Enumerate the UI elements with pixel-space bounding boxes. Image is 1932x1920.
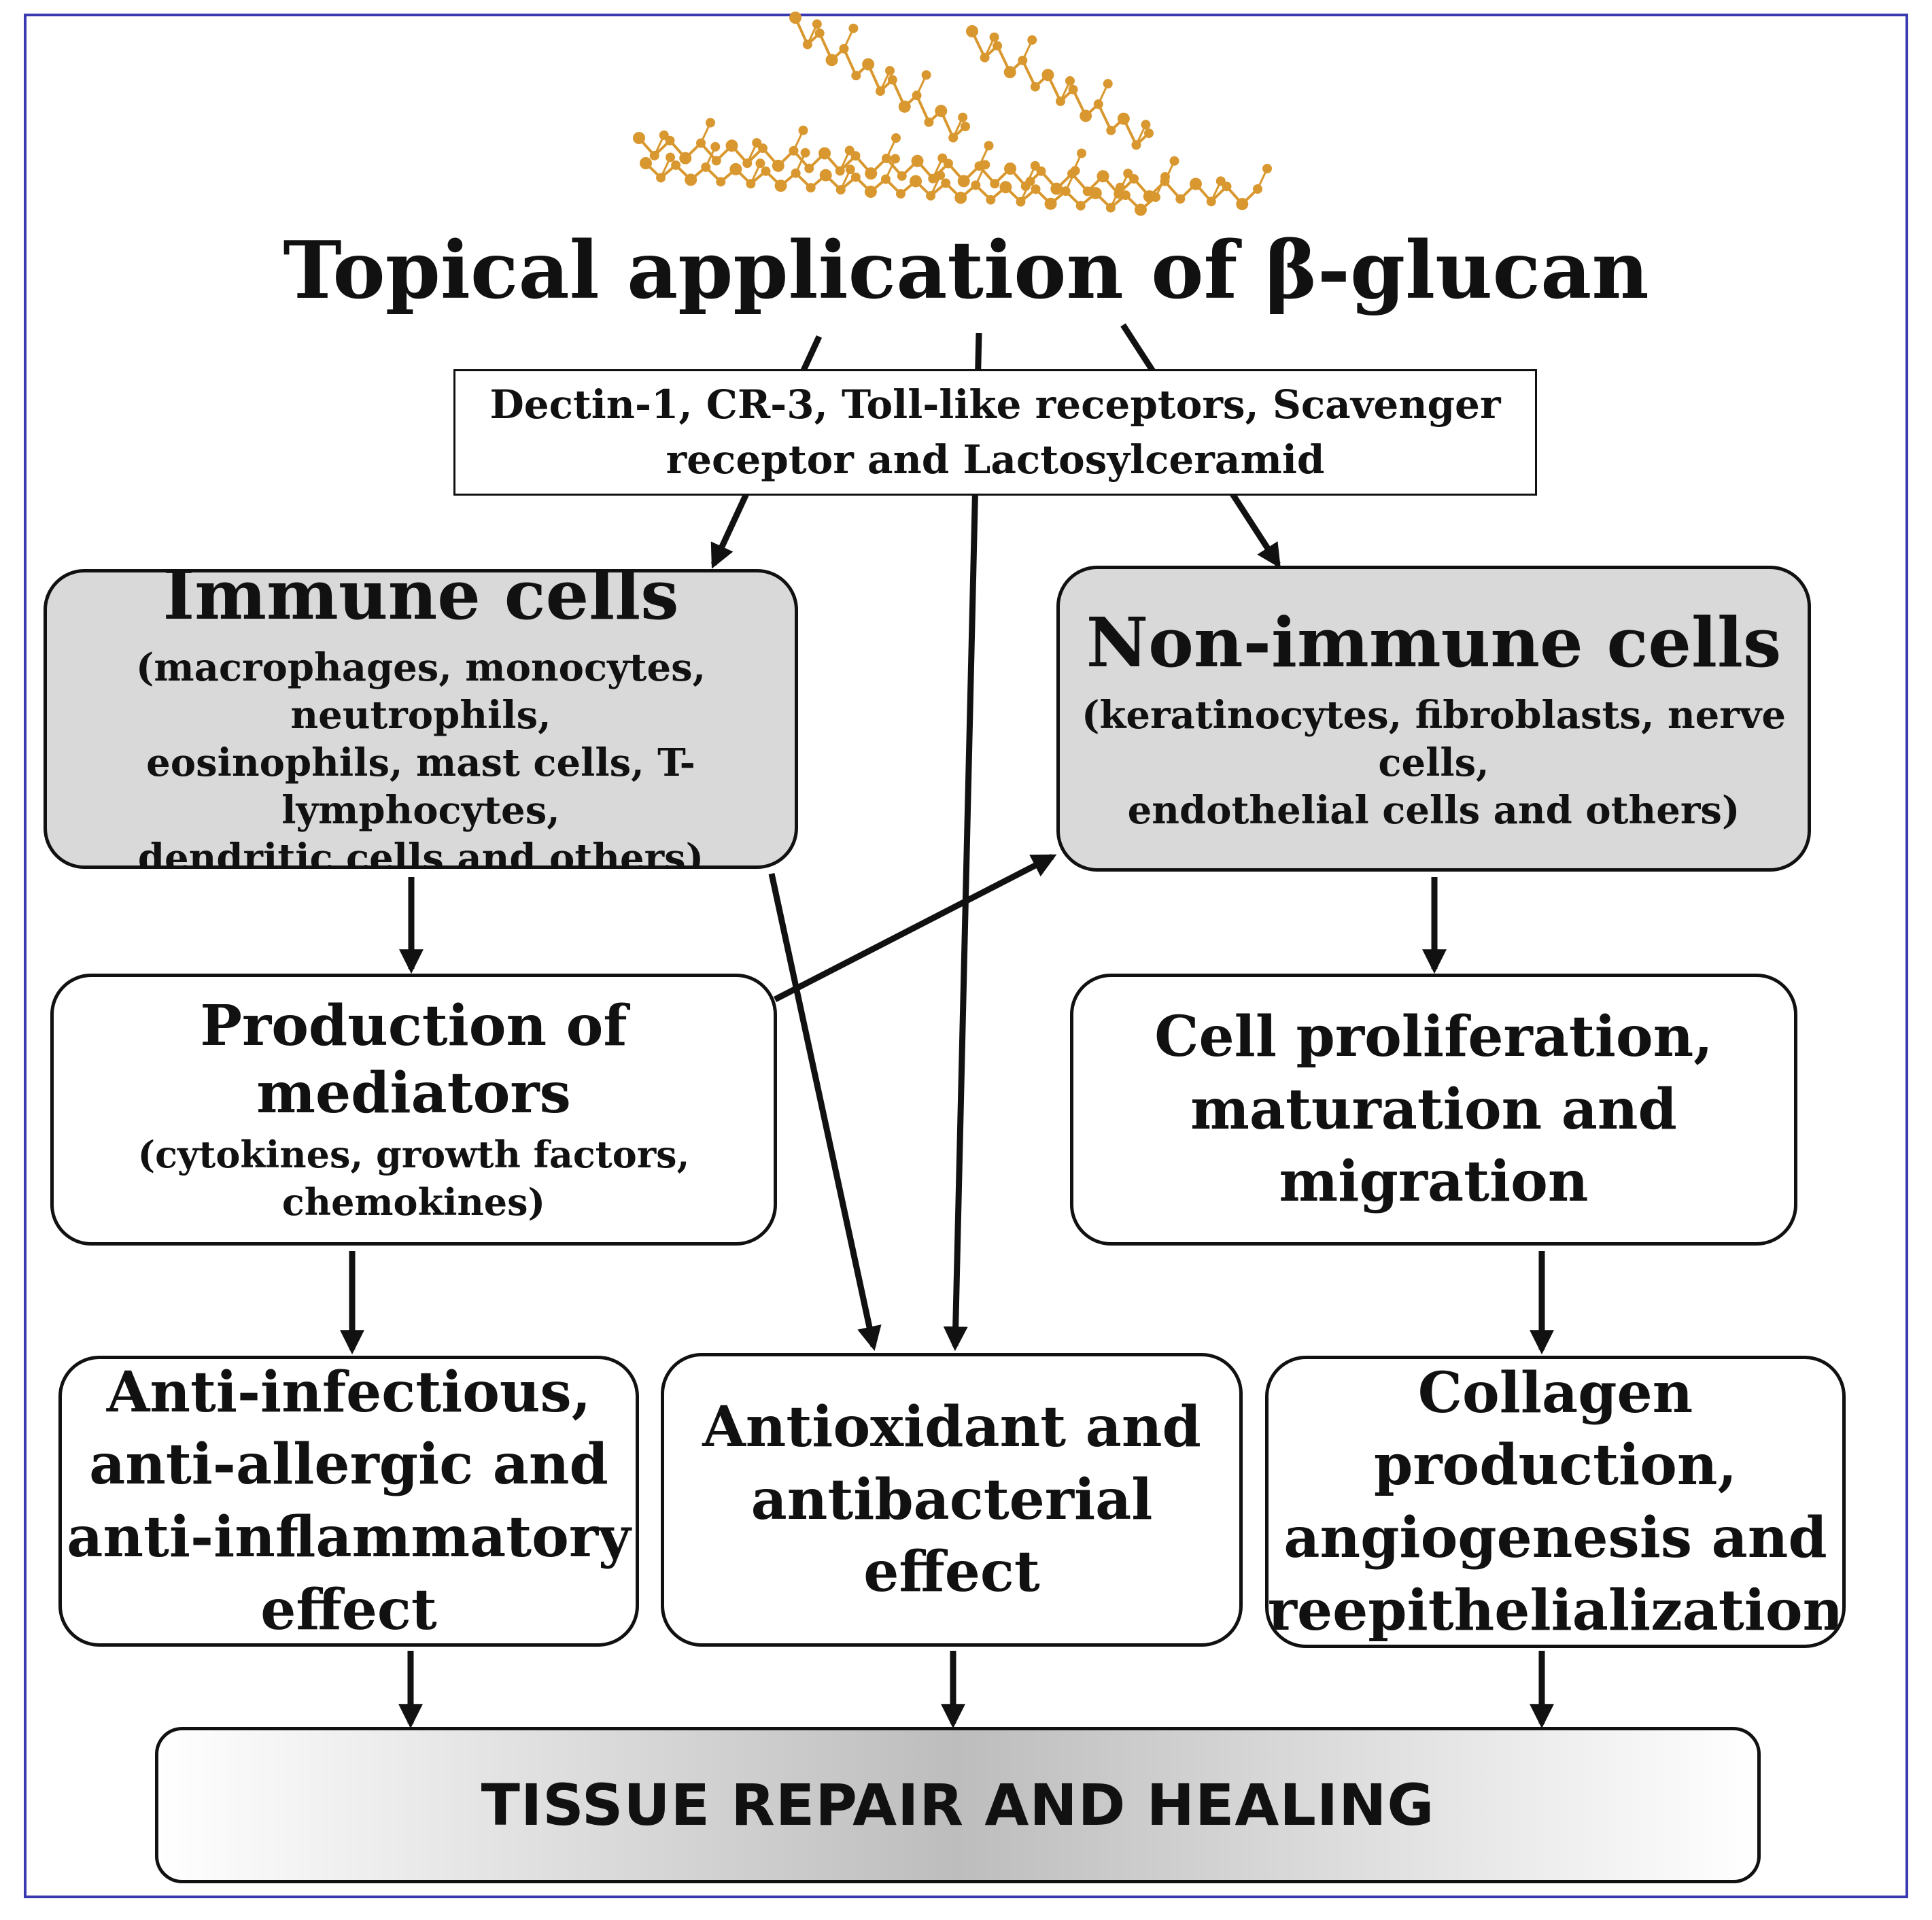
antioxidant-effect-box: Antioxidant and antibacterial effect: [661, 1353, 1243, 1647]
mediators-box: Production of mediators (cytokines, grow…: [50, 974, 777, 1246]
anti-infectious-line: effect: [260, 1577, 437, 1643]
non-immune-cells-heading: Non-immune cells: [1086, 602, 1782, 683]
anti-infectious-effect-box: Anti-infectious, anti-allergic and anti-…: [58, 1356, 639, 1647]
antioxidant-line: antibacterial: [751, 1467, 1153, 1532]
arrow-mediators-to-nonimmune: [773, 853, 1057, 1003]
antioxidant-line: Antioxidant and: [702, 1394, 1201, 1460]
receptors-line-2: receptor and Lactosylceramid: [666, 436, 1325, 483]
arrow-immune-to-antioxidant: [768, 873, 882, 1352]
anti-infectious-line: anti-allergic and: [89, 1432, 608, 1498]
collagen-line: Collagen production,: [1373, 1360, 1737, 1498]
receptors-line-1: Dectin-1, CR-3, Toll-like receptors, Sca…: [489, 381, 1501, 428]
immune-cells-detail: (macrophages, monocytes, neutrophils, eo…: [47, 644, 795, 869]
non-immune-cells-detail-line: (keratinocytes, fibroblasts, nerve cells…: [1082, 692, 1786, 785]
figure-frame: [24, 14, 1908, 1898]
non-immune-cells-detail: (keratinocytes, fibroblasts, nerve cells…: [1060, 691, 1808, 834]
collagen-line: angiogenesis and: [1283, 1505, 1827, 1571]
receptors-box: Dectin-1, CR-3, Toll-like receptors, Sca…: [453, 369, 1537, 496]
tissue-repair-outcome-box: TISSUE REPAIR AND HEALING: [155, 1727, 1761, 1883]
proliferation-line: maturation and migration: [1190, 1076, 1677, 1215]
anti-infectious-line: Anti-infectious,: [106, 1359, 591, 1425]
arrow-title-center: [943, 332, 982, 1352]
collagen-line: reepithelialization: [1267, 1577, 1844, 1643]
immune-cells-heading: Immune cells: [162, 569, 679, 635]
non-immune-cells-detail-line: endothelial cells and others): [1127, 787, 1740, 833]
mediators-detail: (cytokines, growth factors, chemokines): [137, 1133, 690, 1224]
proliferation-box: Cell proliferation, maturation and migra…: [1070, 974, 1797, 1246]
anti-infectious-line: anti-inflammatory: [67, 1505, 631, 1570]
immune-cells-detail-line: eosinophils, mast cells, T-lymphocytes,: [146, 740, 695, 833]
antioxidant-line: effect: [863, 1539, 1040, 1605]
proliferation-line: Cell proliferation,: [1154, 1004, 1713, 1070]
non-immune-cells-box: Non-immune cells (keratinocytes, fibrobl…: [1056, 566, 1811, 872]
diagram-title: Topical application of β-glucan: [283, 224, 1649, 317]
collagen-effect-box: Collagen production, angiogenesis and re…: [1265, 1356, 1846, 1648]
immune-cells-box: Immune cells (macrophages, monocytes, ne…: [44, 569, 798, 869]
mediators-heading: Production of mediators: [200, 993, 627, 1126]
immune-cells-detail-line: (macrophages, monocytes, neutrophils,: [135, 645, 706, 738]
immune-cells-detail-line: dendritic cells and others): [137, 836, 704, 869]
